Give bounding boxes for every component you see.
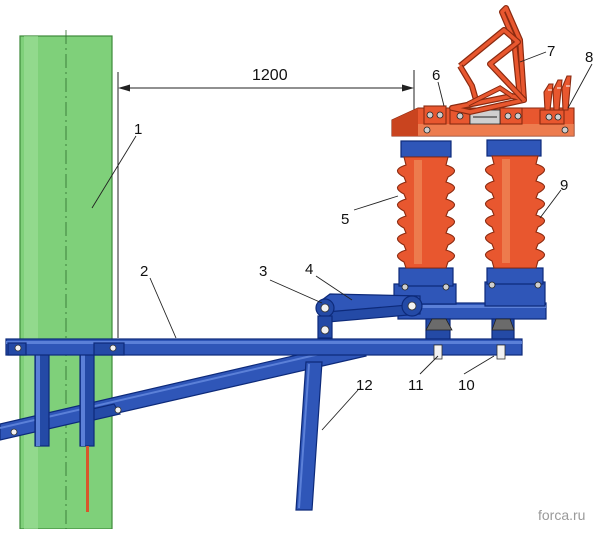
horn-leg-body [458,65,478,101]
leader-10 [463,355,495,375]
pole-clamps [34,345,95,512]
leader-11 [419,355,439,375]
contact-bolt [456,112,464,120]
contact-bolt [554,113,562,121]
leader-lines [91,51,593,431]
contact-bolt [436,111,444,119]
callout-6: 6 [432,67,440,84]
ground-wire [86,446,89,512]
contact-clamp-6 [423,105,447,125]
leader-3 [269,279,323,304]
base-frame-highlight [398,305,546,308]
insulator-left-shed-body [396,156,456,269]
callout-5: 5 [341,211,349,228]
drive-shaft-bolt [320,325,330,335]
horn-rod-body [467,86,513,106]
insulator-left-nut [401,283,409,291]
crossarm-bolt [14,344,22,352]
contact-bolt [426,111,434,119]
callout-7: 7 [547,43,555,60]
leader-8 [567,63,593,109]
insulator-left [396,140,456,291]
contact-base-end [392,108,418,136]
pole [19,30,113,530]
callout-3: 3 [259,263,267,280]
callouts: 1 2 3 4 5 6 7 8 9 10 11 12 [134,43,593,394]
mounting-bolt [496,344,506,360]
insulator-right-bottom-cap [486,267,544,285]
crossarm-bolt [109,344,117,352]
insulator-right [484,139,546,289]
base-frame-spring [425,318,453,331]
contact-bolt [514,112,522,120]
callout-4: 4 [305,261,313,278]
leader-7 [519,51,547,63]
callout-11: 11 [408,377,424,394]
insulator-left-gloss [414,160,422,264]
insulator-right-sheds [484,155,546,269]
insulator-left-sheds [396,156,456,269]
drive-crank-pin [407,301,417,311]
insulator-right-shed-body [484,155,546,269]
brace-bolt [114,406,122,414]
insulator-left-bottom-cap [398,267,454,287]
leader-4 [315,275,353,301]
brace-bolt [10,428,18,436]
pole-clamp-highlight [36,346,40,446]
leader-12 [321,389,359,431]
contact-base-bolt [423,126,431,134]
diagonal-brace-highlight [0,343,364,429]
leader-1 [91,135,137,209]
callout-12: 12 [356,377,373,394]
terminal-pin [543,83,554,111]
contact-base-highlight [418,124,574,136]
crossarm-clamp-plate [93,342,125,356]
leader-9 [539,189,562,219]
arcing-horn [449,5,527,115]
terminal-pin [552,79,563,111]
dimension-arrow-right [402,84,414,92]
dimension-arrow-left [118,84,130,92]
arcing-horn-body [450,6,526,114]
insulator-right-gloss [502,159,510,263]
callout-9: 9 [560,177,568,194]
insulator-right-top-cap [486,139,542,157]
insulator-left-top-cap [400,140,452,158]
leader-6 [437,81,445,107]
pole-highlight [24,36,38,529]
callout-8: 8 [585,49,593,66]
dimension-1200: 1200 [117,67,415,338]
support-strut [295,361,323,511]
contact-base-bolt [561,126,569,134]
drive-linkage [315,293,423,339]
support-strut-highlight [298,363,310,509]
leader-5 [353,195,399,211]
contact-bolt [545,113,553,121]
contact-bolt [504,112,512,120]
horn-loop-body [458,28,526,102]
insulator-left-nut [442,283,450,291]
leader-2 [149,277,177,339]
terminal-pin [561,75,572,111]
mounting-bolt [433,344,443,360]
callout-2: 2 [140,263,148,280]
insulator-right-nut [534,281,542,289]
callout-10: 10 [458,377,475,394]
pole-clamp-highlight [81,346,85,446]
dimension-label: 1200 [252,67,288,84]
watermark: forca.ru [538,507,585,523]
support-strut-body [295,361,323,511]
insulator-right-nut [488,281,496,289]
callout-1: 1 [134,121,142,138]
contact-assembly [391,75,575,137]
drive-pivot-pin [320,303,330,313]
crossarm-highlight [6,341,522,344]
crossarm [5,338,523,360]
base-frame-spring [491,318,515,331]
